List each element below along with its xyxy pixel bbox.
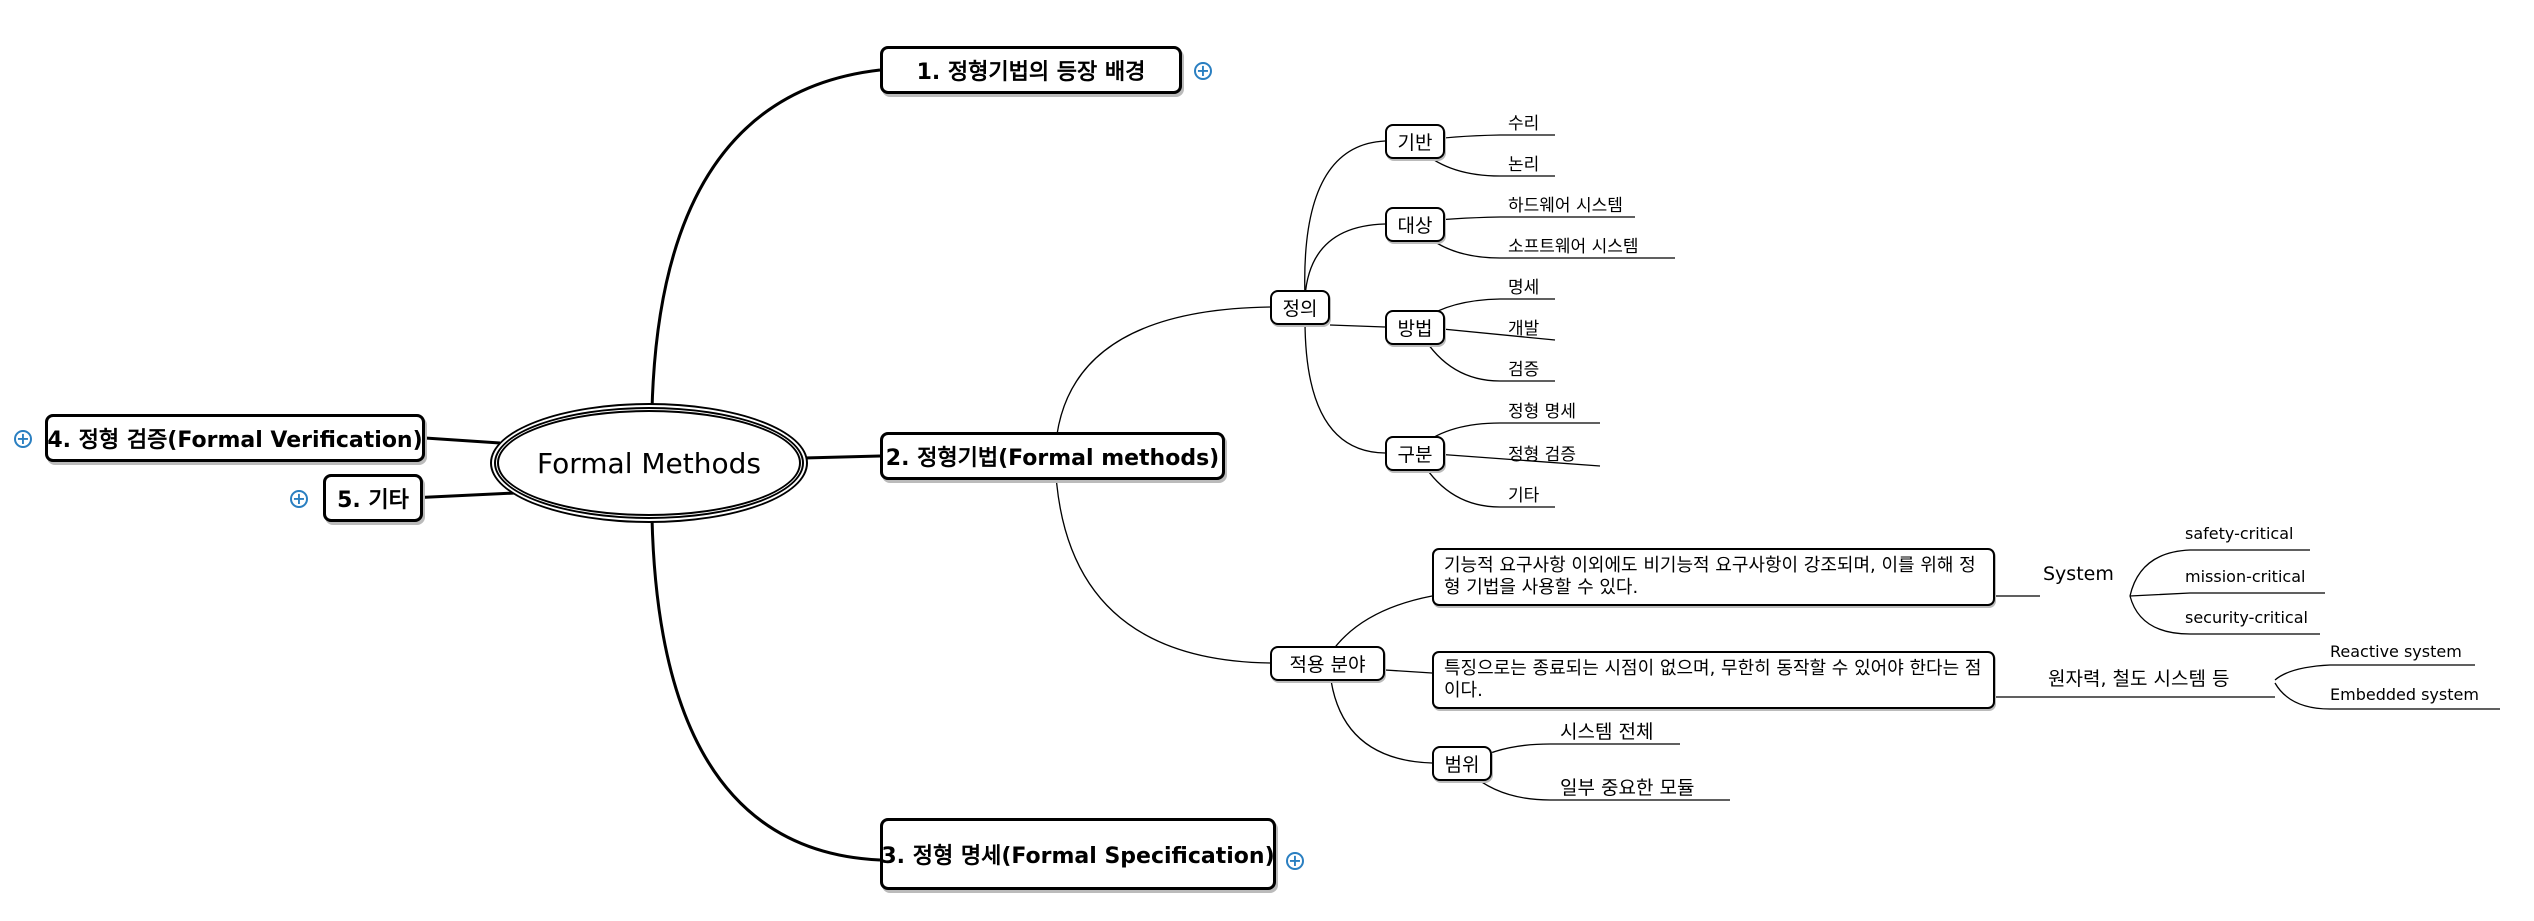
connector-b2-definition xyxy=(1054,306,1271,457)
connector-app-box2 xyxy=(1384,669,1433,674)
leaf-critical-module[interactable]: 일부 중요한 모듈 xyxy=(1560,777,1695,799)
topic-scope[interactable]: 범위 xyxy=(1432,746,1492,781)
leaf-math[interactable]: 수리 xyxy=(1508,114,1540,134)
leaf-mission-critical[interactable]: mission-critical xyxy=(2185,567,2306,586)
leaf-security-critical[interactable]: security-critical xyxy=(2185,608,2308,627)
leaf-development[interactable]: 개발 xyxy=(1508,319,1540,339)
connector-b2-application xyxy=(1054,455,1271,664)
central-topic-label: Formal Methods xyxy=(537,446,761,480)
connector-def-method xyxy=(1329,324,1386,328)
leaf-formal-verif[interactable]: 정형 검증 xyxy=(1508,445,1576,465)
leaf-hardware-system[interactable]: 하드웨어 시스템 xyxy=(1508,196,1623,216)
expand-verification-icon[interactable]: + xyxy=(14,430,32,448)
branch-formal-specification[interactable]: 3. 정형 명세(Formal Specification) xyxy=(880,818,1276,890)
connector-central-b5 xyxy=(409,491,516,500)
leaf-etc[interactable]: 기타 xyxy=(1508,486,1540,506)
branch-formal-verification[interactable]: 4. 정형 검증(Formal Verification) xyxy=(45,414,425,462)
connector-app-box1 xyxy=(1329,595,1433,655)
topic-base[interactable]: 기반 xyxy=(1385,124,1445,159)
topic-application[interactable]: 적용 분야 xyxy=(1270,646,1385,681)
branch-etc[interactable]: 5. 기타 xyxy=(323,474,423,522)
connector-central-b2 xyxy=(803,454,881,460)
connector-def-base xyxy=(1304,140,1386,298)
application-note-reactive[interactable]: 특징으로는 종료되는 시점이 없으며, 무한히 동작할 수 있어야 한다는 점이… xyxy=(1432,651,1995,709)
leaf-safety-critical[interactable]: safety-critical xyxy=(2185,524,2294,543)
topic-target[interactable]: 대상 xyxy=(1385,207,1445,242)
branch-formal-methods-label: 2. 정형기법(Formal methods) xyxy=(885,446,1220,471)
topic-system[interactable]: System xyxy=(2043,563,2114,585)
branch-etc-label: 5. 기타 xyxy=(337,488,409,513)
expand-specification-icon[interactable]: + xyxy=(1286,852,1304,870)
expand-etc-icon[interactable]: + xyxy=(290,490,308,508)
topic-division[interactable]: 구분 xyxy=(1385,436,1445,471)
central-topic[interactable]: Formal Methods xyxy=(494,407,804,519)
connector-central-b1 xyxy=(650,68,881,411)
connector-def-target xyxy=(1304,223,1386,298)
branch-formal-methods[interactable]: 2. 정형기법(Formal methods) xyxy=(880,432,1225,480)
connector-app-scope xyxy=(1329,672,1433,764)
connector-central-b3 xyxy=(650,517,881,862)
topic-method[interactable]: 방법 xyxy=(1385,310,1445,345)
branch-background[interactable]: 1. 정형기법의 등장 배경 xyxy=(880,46,1182,94)
branch-formal-verification-label: 4. 정형 검증(Formal Verification) xyxy=(47,428,423,453)
leaf-embedded-system[interactable]: Embedded system xyxy=(2330,685,2479,704)
leaf-logic[interactable]: 논리 xyxy=(1508,155,1540,175)
leaf-verification[interactable]: 검증 xyxy=(1508,360,1540,380)
expand-background-icon[interactable]: + xyxy=(1194,62,1212,80)
branch-background-label: 1. 정형기법의 등장 배경 xyxy=(916,60,1146,85)
connector-central-b4 xyxy=(424,436,501,445)
leaf-specification[interactable]: 명세 xyxy=(1508,278,1540,298)
connector-def-division xyxy=(1304,319,1386,454)
branch-formal-specification-label: 3. 정형 명세(Formal Specification) xyxy=(881,844,1275,869)
topic-definition[interactable]: 정의 xyxy=(1270,290,1330,325)
leaf-software-system[interactable]: 소프트웨어 시스템 xyxy=(1508,237,1639,257)
leaf-formal-spec[interactable]: 정형 명세 xyxy=(1508,402,1576,422)
topic-nuclear-railway[interactable]: 원자력, 철도 시스템 등 xyxy=(2048,668,2230,690)
leaf-reactive-system[interactable]: Reactive system xyxy=(2330,642,2462,661)
leaf-whole-system[interactable]: 시스템 전체 xyxy=(1560,721,1654,743)
application-note-nonfunctional[interactable]: 기능적 요구사항 이외에도 비기능적 요구사항이 강조되며, 이를 위해 정형 … xyxy=(1432,548,1995,606)
